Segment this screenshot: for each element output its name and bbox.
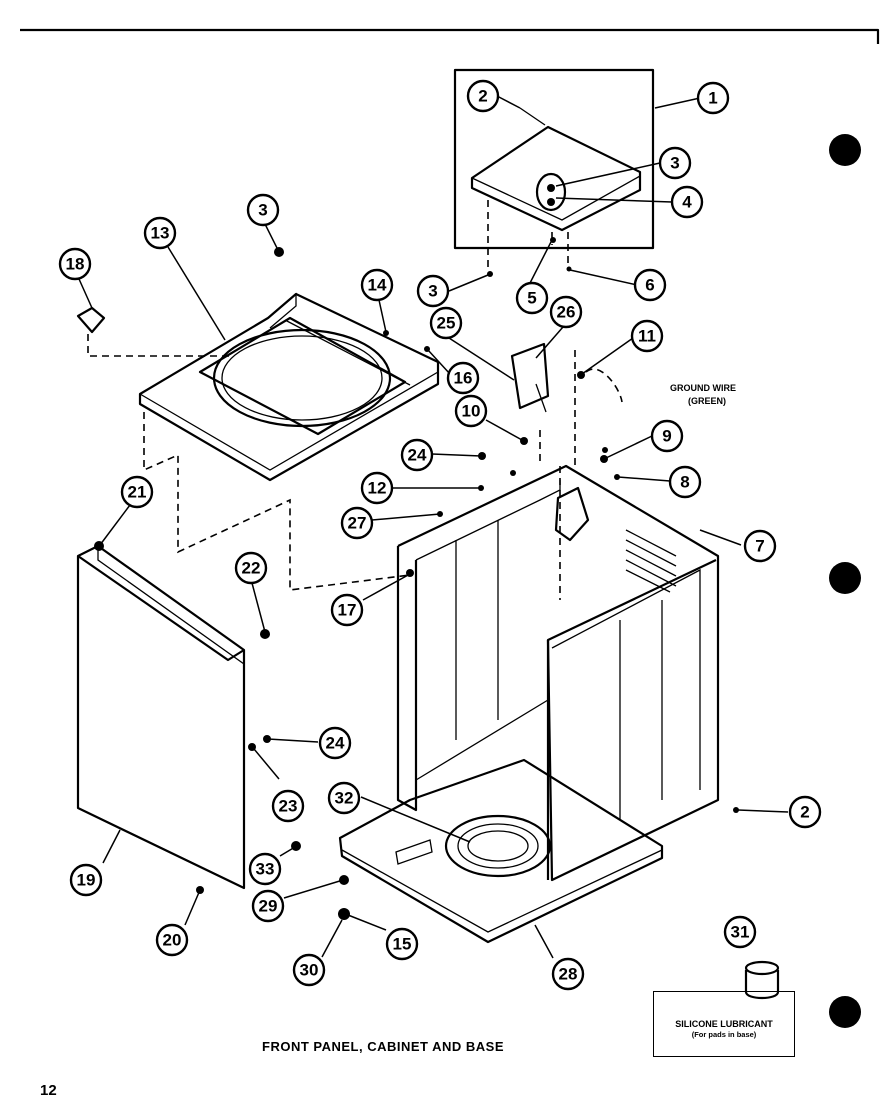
callout-2: 2 bbox=[466, 79, 500, 113]
callout-27: 27 bbox=[340, 506, 374, 540]
svg-text:21: 21 bbox=[128, 483, 147, 502]
lid-assembly-box bbox=[453, 68, 655, 250]
svg-text:13: 13 bbox=[151, 224, 170, 243]
svg-text:7: 7 bbox=[755, 537, 764, 556]
leader-lines bbox=[78, 95, 789, 959]
svg-text:24: 24 bbox=[408, 446, 427, 465]
svg-text:6: 6 bbox=[645, 276, 654, 295]
callout-9: 9 bbox=[650, 419, 684, 453]
callout-28: 28 bbox=[551, 957, 585, 991]
silicone-jar bbox=[744, 960, 780, 1000]
callout-13: 13 bbox=[143, 216, 177, 250]
svg-text:11: 11 bbox=[638, 327, 656, 346]
front-panel bbox=[76, 544, 246, 890]
svg-text:19: 19 bbox=[77, 871, 96, 890]
callout-26: 26 bbox=[549, 295, 583, 329]
svg-text:17: 17 bbox=[338, 601, 357, 620]
svg-text:33: 33 bbox=[256, 860, 275, 879]
page-frame bbox=[20, 28, 880, 44]
callout-29: 29 bbox=[251, 889, 285, 923]
svg-text:25: 25 bbox=[437, 314, 456, 333]
svg-text:15: 15 bbox=[393, 935, 412, 954]
callout-6: 6 bbox=[633, 268, 667, 302]
svg-text:24: 24 bbox=[326, 734, 345, 753]
callout-19: 19 bbox=[69, 863, 103, 897]
callout-7: 7 bbox=[743, 529, 777, 563]
svg-text:30: 30 bbox=[300, 961, 319, 980]
ground-wire-note-line1: GROUND WIRE bbox=[670, 383, 736, 393]
callout-18: 18 bbox=[58, 247, 92, 281]
callout-23: 23 bbox=[271, 789, 305, 823]
callout-11: 11 bbox=[630, 319, 664, 353]
svg-text:20: 20 bbox=[163, 931, 182, 950]
callout-17: 17 bbox=[330, 593, 364, 627]
binder-hole-middle bbox=[829, 562, 861, 594]
svg-text:22: 22 bbox=[242, 559, 261, 578]
lubricant-label-subtitle: (For pads in base) bbox=[691, 1030, 757, 1039]
callout-20: 20 bbox=[155, 923, 189, 957]
callout-4: 4 bbox=[670, 185, 704, 219]
callout-31: 31 bbox=[723, 915, 757, 949]
svg-text:31: 31 bbox=[731, 923, 750, 942]
callout-33: 33 bbox=[248, 852, 282, 886]
callout-16: 16 bbox=[446, 361, 480, 395]
bracket bbox=[510, 342, 550, 410]
svg-text:16: 16 bbox=[454, 369, 473, 388]
cabinet-top bbox=[138, 292, 440, 482]
svg-text:18: 18 bbox=[66, 255, 85, 274]
callout-24: 24 bbox=[400, 438, 434, 472]
callout-3: 3 bbox=[658, 146, 692, 180]
lubricant-label: SILICONE LUBRICANT (For pads in base) bbox=[653, 991, 795, 1057]
svg-text:3: 3 bbox=[258, 201, 267, 220]
svg-text:2: 2 bbox=[800, 803, 809, 822]
lubricant-label-title: SILICONE LUBRICANT bbox=[675, 1019, 773, 1029]
svg-text:10: 10 bbox=[462, 402, 481, 421]
lid bbox=[470, 107, 642, 232]
callout-14: 14 bbox=[360, 268, 394, 302]
cabinet bbox=[396, 464, 720, 882]
callout-12: 12 bbox=[360, 471, 394, 505]
page-number: 12 bbox=[40, 1082, 57, 1099]
svg-text:26: 26 bbox=[557, 303, 576, 322]
callout-1: 1 bbox=[696, 81, 730, 115]
svg-text:9: 9 bbox=[662, 427, 671, 446]
callout-3: 3 bbox=[416, 274, 450, 308]
svg-text:28: 28 bbox=[559, 965, 578, 984]
cabinet-base bbox=[338, 758, 664, 944]
callout-15: 15 bbox=[385, 927, 419, 961]
callout-32: 32 bbox=[327, 781, 361, 815]
callout-30: 30 bbox=[292, 953, 326, 987]
callout-8: 8 bbox=[668, 465, 702, 499]
svg-text:2: 2 bbox=[478, 87, 487, 106]
svg-text:27: 27 bbox=[348, 514, 367, 533]
callout-5: 5 bbox=[515, 281, 549, 315]
clip-part bbox=[76, 306, 106, 334]
callout-21: 21 bbox=[120, 475, 154, 509]
svg-text:3: 3 bbox=[670, 154, 679, 173]
binder-hole-top bbox=[829, 134, 861, 166]
svg-text:14: 14 bbox=[368, 276, 387, 295]
svg-text:12: 12 bbox=[368, 479, 387, 498]
svg-text:32: 32 bbox=[335, 789, 354, 808]
svg-text:1: 1 bbox=[708, 89, 717, 108]
binder-hole-bottom bbox=[829, 996, 861, 1028]
callout-22: 22 bbox=[234, 551, 268, 585]
svg-text:29: 29 bbox=[259, 897, 278, 916]
svg-text:8: 8 bbox=[680, 473, 689, 492]
svg-text:23: 23 bbox=[279, 797, 298, 816]
callout-2: 2 bbox=[788, 795, 822, 829]
diagram-caption: FRONT PANEL, CABINET AND BASE bbox=[262, 1039, 504, 1054]
svg-text:4: 4 bbox=[682, 193, 692, 212]
ground-wire-note-line2: (GREEN) bbox=[688, 396, 726, 406]
svg-text:3: 3 bbox=[428, 282, 437, 301]
callout-3: 3 bbox=[246, 193, 280, 227]
callout-24: 24 bbox=[318, 726, 352, 760]
svg-text:5: 5 bbox=[527, 289, 536, 308]
callout-25: 25 bbox=[429, 306, 463, 340]
callout-10: 10 bbox=[454, 394, 488, 428]
